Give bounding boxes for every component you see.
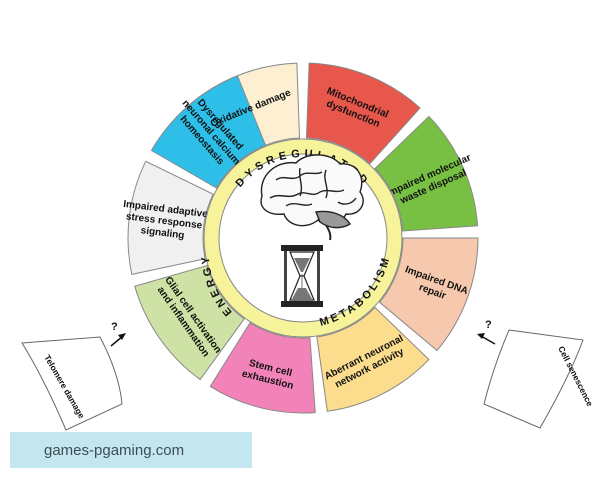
left-question-mark: ?	[111, 321, 118, 333]
segment-8	[150, 75, 267, 189]
segments-layer	[127, 62, 479, 414]
arrow-icon	[110, 333, 126, 347]
arrow-icon	[477, 333, 496, 345]
segment-7	[127, 160, 214, 275]
segment-3	[378, 237, 479, 352]
telomere-damage-panel: Telomere damage	[21, 336, 123, 431]
hourglass-icon	[281, 245, 323, 307]
segment-label-line: signaling	[140, 225, 185, 241]
cell-senescence-panel: Cell senescence	[483, 329, 595, 429]
segment-5	[209, 322, 316, 414]
right-question-mark: ?	[485, 319, 492, 331]
watermark-banner: games-pgaming.com	[10, 432, 252, 468]
segment-1	[305, 62, 421, 165]
watermark-text: games-pgaming.com	[44, 441, 185, 459]
segment-4	[316, 306, 430, 412]
brain-icon	[260, 154, 364, 241]
segment-2	[374, 115, 479, 232]
segment-6	[134, 264, 245, 381]
